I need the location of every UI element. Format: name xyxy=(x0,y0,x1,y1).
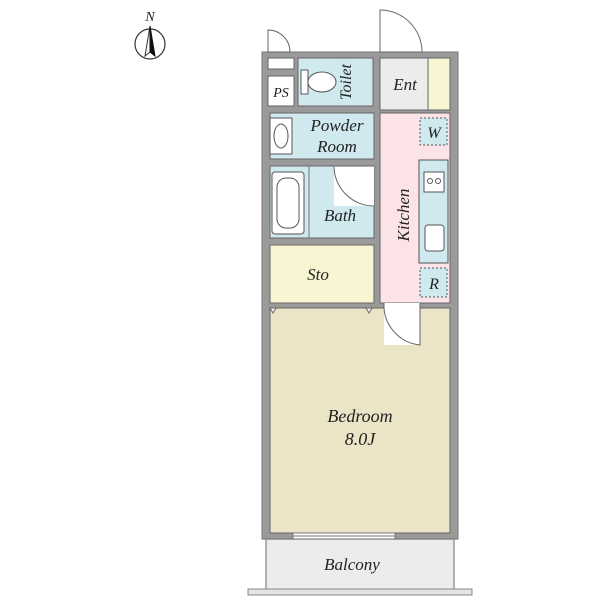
pipe-space xyxy=(267,75,295,107)
powder-room-label-line2: Room xyxy=(316,137,357,156)
stove-icon xyxy=(423,171,445,193)
balcony: Balcony xyxy=(247,538,473,596)
compass-icon: N xyxy=(134,10,166,60)
powder-room-label-line1: Powder xyxy=(310,116,364,135)
bathtub-icon xyxy=(271,171,305,235)
refrigerator-space xyxy=(419,267,448,298)
kitchen-counter xyxy=(418,159,449,264)
ps-door-icon xyxy=(267,29,295,70)
entrance xyxy=(379,57,429,111)
washer-label: W xyxy=(427,125,442,142)
bath-door-icon xyxy=(333,165,375,207)
storage-label: Sto xyxy=(307,265,329,284)
bath-label: Bath xyxy=(324,206,356,225)
kitchen-label: Kitchen xyxy=(394,189,413,243)
closet-door-right-icon xyxy=(365,307,373,314)
closet-door-left-icon xyxy=(269,307,277,314)
entrance-label: Ent xyxy=(392,75,418,94)
washbasin-icon xyxy=(269,117,293,155)
front-door-icon xyxy=(379,9,423,53)
ps-label: PS xyxy=(272,86,289,101)
bedroom-size: 8.0J xyxy=(345,429,377,449)
north-label: N xyxy=(144,10,155,25)
toilet-label: Toilet xyxy=(338,64,355,100)
storage xyxy=(269,244,375,304)
shoe-cabinet xyxy=(427,57,451,111)
balcony-label: Balcony xyxy=(324,555,380,574)
refrigerator-label: R xyxy=(428,276,439,293)
washer-space xyxy=(419,117,448,146)
bedroom-label: Bedroom xyxy=(327,406,392,426)
toilet-bowl-icon xyxy=(300,69,337,95)
sink-icon xyxy=(424,224,445,252)
bedroom-door-icon xyxy=(383,302,421,346)
